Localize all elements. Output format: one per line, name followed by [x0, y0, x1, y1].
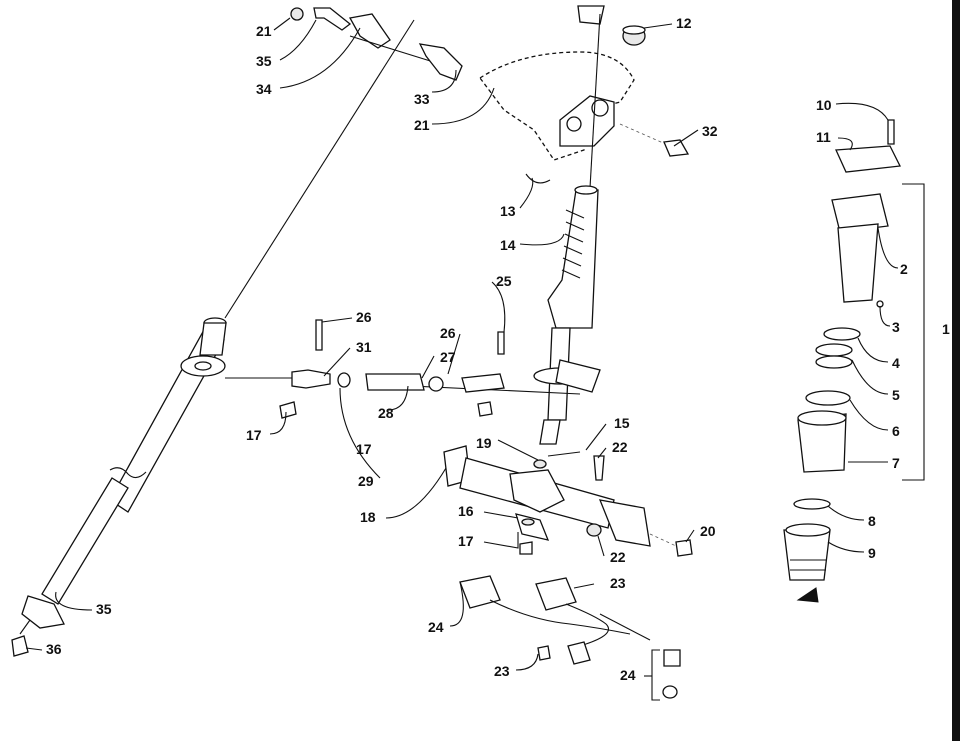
callout-1: 1 — [942, 321, 950, 337]
callout-22a: 22 — [610, 549, 626, 565]
callout-17c: 17 — [458, 533, 474, 549]
callout-31: 32 — [702, 123, 718, 139]
callout-25: 25 — [496, 273, 512, 289]
callout-17a: 17 — [246, 427, 262, 443]
callout-19: 19 — [476, 435, 492, 451]
steering-shaft-35 — [11, 19, 415, 657]
callout-3: 3 — [892, 319, 900, 335]
steering-post-14 — [369, 185, 601, 445]
leader-lines — [25, 17, 899, 677]
throttle-sensor-23 — [459, 575, 651, 665]
tie-rod-assembly — [225, 319, 505, 419]
callout-27: 27 — [440, 349, 456, 365]
callout-23a: 23 — [610, 575, 626, 591]
callout-23b: 24 — [428, 619, 444, 635]
callout-9: 9 — [868, 545, 876, 561]
callout-32: 33 — [414, 91, 430, 107]
callout-26b: 26 — [440, 325, 456, 341]
callout-17b: 17 — [356, 441, 372, 457]
callout-labels: 21 35 34 33 21 12 32 13 14 25 26 31 17 2… — [46, 15, 950, 683]
right-edge-bar — [952, 0, 960, 741]
callout-35: 35 — [96, 601, 112, 617]
callout-15: 15 — [614, 415, 630, 431]
steering-column-assembly-1 — [783, 119, 925, 603]
callout-4: 4 — [892, 355, 900, 371]
upper-bracket — [479, 5, 690, 189]
callout-21a: 21 — [256, 23, 272, 39]
callout-22b: 23 — [494, 663, 510, 679]
callout-34: 35 — [256, 53, 272, 69]
connector-24 — [651, 649, 681, 701]
lower-tube-assembly — [443, 445, 693, 557]
callout-14: 14 — [500, 237, 516, 253]
callout-28: 28 — [378, 405, 394, 421]
callout-36: 36 — [46, 641, 62, 657]
circlip-13 — [525, 173, 551, 184]
callout-24: 24 — [620, 667, 636, 683]
callout-29: 29 — [358, 473, 374, 489]
callout-13: 13 — [500, 203, 516, 219]
callout-7: 7 — [892, 455, 900, 471]
callout-20: 20 — [700, 523, 716, 539]
callout-5: 5 — [892, 387, 900, 403]
callout-8: 8 — [868, 513, 876, 529]
callout-30: 31 — [356, 339, 372, 355]
callout-21b: 21 — [414, 117, 430, 133]
callout-18: 18 — [360, 509, 376, 525]
callout-6: 6 — [892, 423, 900, 439]
callout-12: 12 — [676, 15, 692, 31]
callout-33: 34 — [256, 81, 272, 97]
callout-11: 11 — [816, 129, 831, 145]
callout-16: 16 — [458, 503, 474, 519]
callout-10: 10 — [816, 97, 832, 113]
callout-21c: 22 — [612, 439, 628, 455]
callout-26a: 26 — [356, 309, 372, 325]
callout-2: 2 — [900, 261, 908, 277]
